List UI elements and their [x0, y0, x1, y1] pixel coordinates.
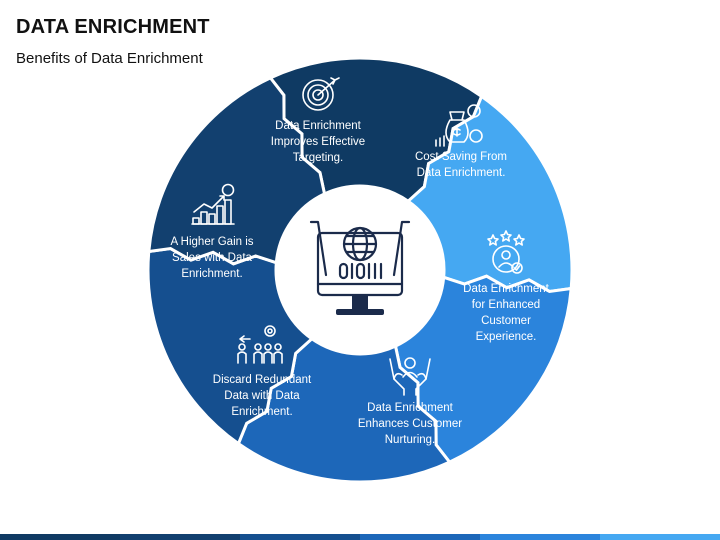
segment-label-line: A Higher Gain is: [170, 236, 253, 248]
bottom-bar-segment: [0, 534, 120, 540]
segment-label-line: Experience.: [476, 331, 537, 343]
bottom-bar-segment: [240, 534, 360, 540]
growth-chart-icon: [191, 183, 235, 225]
segment-label-line: for Enhanced: [472, 299, 540, 311]
monitor-globe-data-icon: [309, 220, 411, 315]
segment-label-line: Customer: [481, 315, 531, 327]
team-settings-icon: [237, 325, 283, 364]
money-bag-icon: [435, 104, 483, 147]
segment-label-line: Cost Saving From: [415, 151, 507, 163]
center-hub: [276, 186, 444, 354]
segment-label-line: Data Enrichment: [275, 120, 361, 132]
segment-label-line: Data with Data: [224, 390, 300, 402]
bottom-bar-segment: [480, 534, 600, 540]
target-icon: [302, 77, 340, 111]
segment-label-line: Discard Redundant: [213, 374, 312, 386]
segment-label-line: Data Enrichment.: [417, 167, 506, 179]
segment-label-line: Enhances Customer: [358, 418, 462, 430]
page-title: DATA ENRICHMENT: [16, 16, 210, 38]
page-subtitle: Benefits of Data Enrichment: [16, 50, 203, 67]
segment-label-line: Enrichment.: [231, 406, 292, 418]
segment-label-line: Targeting.: [293, 152, 344, 164]
segment-label-line: Nurturing.: [385, 434, 436, 446]
bottom-bar-segment: [600, 534, 720, 540]
segment-label-line: Data Enrichment: [463, 283, 549, 295]
segment-label-line: Enrichment.: [181, 268, 242, 280]
center-circle: [276, 186, 444, 354]
segment-label-line: Data Enrichment: [367, 402, 453, 414]
bottom-bar-segment: [360, 534, 480, 540]
caring-hands-icon: [389, 357, 431, 396]
bottom-bar-segment: [120, 534, 240, 540]
customer-rating-icon: [487, 230, 525, 274]
segment-label-line: Sales with Data: [172, 252, 253, 264]
bottom-color-bar: [0, 534, 720, 540]
segment-label-line: Improves Effective: [271, 136, 365, 148]
